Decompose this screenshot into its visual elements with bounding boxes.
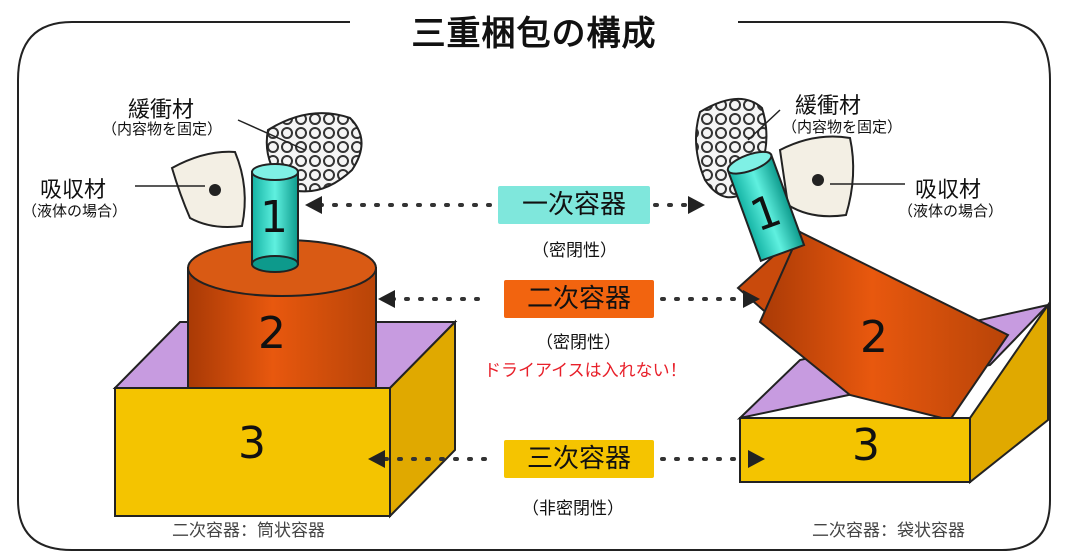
tertiary-container-box: 三次容器 bbox=[504, 440, 654, 478]
right-number-2: 2 bbox=[860, 312, 888, 363]
left-absorbent bbox=[170, 150, 246, 228]
tertiary-container-sublabel: （非密閉性） bbox=[522, 499, 624, 519]
left-absorbent-sublabel: （液体の場合） bbox=[22, 202, 128, 220]
left-cushion-sublabel: （内容物を固定） bbox=[102, 120, 223, 138]
secondary-container-sublabel: （密閉性） bbox=[536, 333, 621, 353]
right-bag-front bbox=[758, 230, 1010, 422]
right-cushion-sublabel: （内容物を固定） bbox=[782, 118, 903, 136]
right-caption: 二次容器：袋状容器 bbox=[812, 521, 965, 541]
primary-container-sublabel: （密閉性） bbox=[532, 241, 617, 261]
dry-ice-warning: ドライアイスは入れない！ bbox=[484, 361, 687, 381]
right-absorbent-label: 吸収材 bbox=[915, 178, 982, 203]
left-cushion-label: 緩衝材 bbox=[128, 98, 195, 123]
frame-border bbox=[17, 21, 1051, 551]
right-absorbent-sublabel: （液体の場合） bbox=[898, 202, 1004, 220]
left-number-2: 2 bbox=[258, 308, 286, 359]
left-absorbent-label: 吸収材 bbox=[40, 178, 107, 203]
secondary-container-box: 二次容器 bbox=[504, 280, 654, 318]
primary-container-box: 一次容器 bbox=[498, 186, 650, 224]
right-cushion-label: 緩衝材 bbox=[795, 94, 862, 119]
left-caption: 二次容器：筒状容器 bbox=[172, 521, 325, 541]
right-number-3: 3 bbox=[852, 420, 880, 471]
left-number-1: 1 bbox=[260, 192, 288, 243]
page-title: 三重梱包の構成 bbox=[411, 14, 657, 54]
left-number-3: 3 bbox=[238, 418, 266, 469]
right-box-front bbox=[739, 417, 971, 483]
left-tube bbox=[251, 171, 299, 265]
left-box-front bbox=[114, 387, 391, 517]
